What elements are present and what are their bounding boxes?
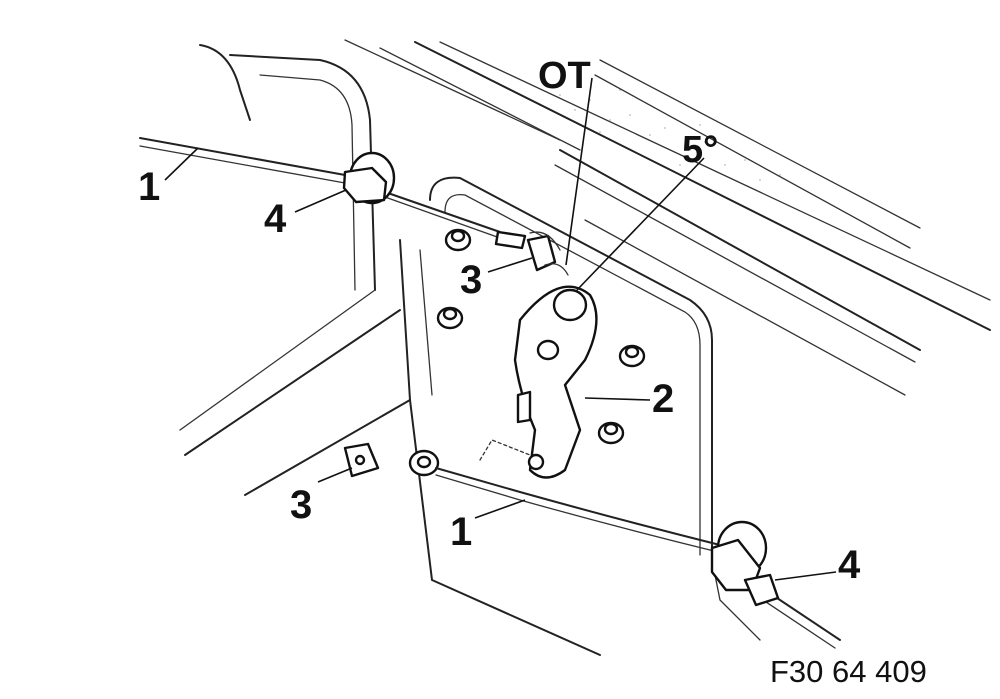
figure-code: F30 64 409 [770, 654, 927, 689]
mounting-bolts [436, 228, 646, 445]
label-ot: OT [538, 55, 591, 97]
leader-lines [164, 147, 837, 581]
bolt [436, 306, 464, 330]
bolt [618, 344, 646, 368]
upper-cable [139, 137, 527, 250]
label-lever: 2 [652, 377, 674, 421]
throttle-lever [513, 263, 598, 479]
upper-cable-holder [342, 151, 396, 205]
label-holder-bottom: 4 [838, 543, 861, 587]
label-5-degrees: 5° [682, 129, 718, 171]
bolt [444, 228, 472, 252]
label-cable-top: 1 [138, 165, 160, 209]
shaded-band [539, 89, 781, 181]
label-holder-top: 4 [264, 197, 287, 241]
lower-clip [343, 442, 380, 478]
ot-reference-lines [565, 77, 705, 291]
upper-clip [526, 231, 561, 272]
lower-cable [408, 439, 841, 649]
label-clip-top: 3 [460, 258, 482, 302]
label-clip-bottom: 3 [290, 483, 312, 527]
left-panel [179, 44, 433, 496]
label-cable-bottom: 1 [450, 510, 472, 554]
body-panel-lines [229, 39, 991, 396]
bolt [597, 421, 625, 445]
lower-cable-holder [710, 520, 780, 607]
